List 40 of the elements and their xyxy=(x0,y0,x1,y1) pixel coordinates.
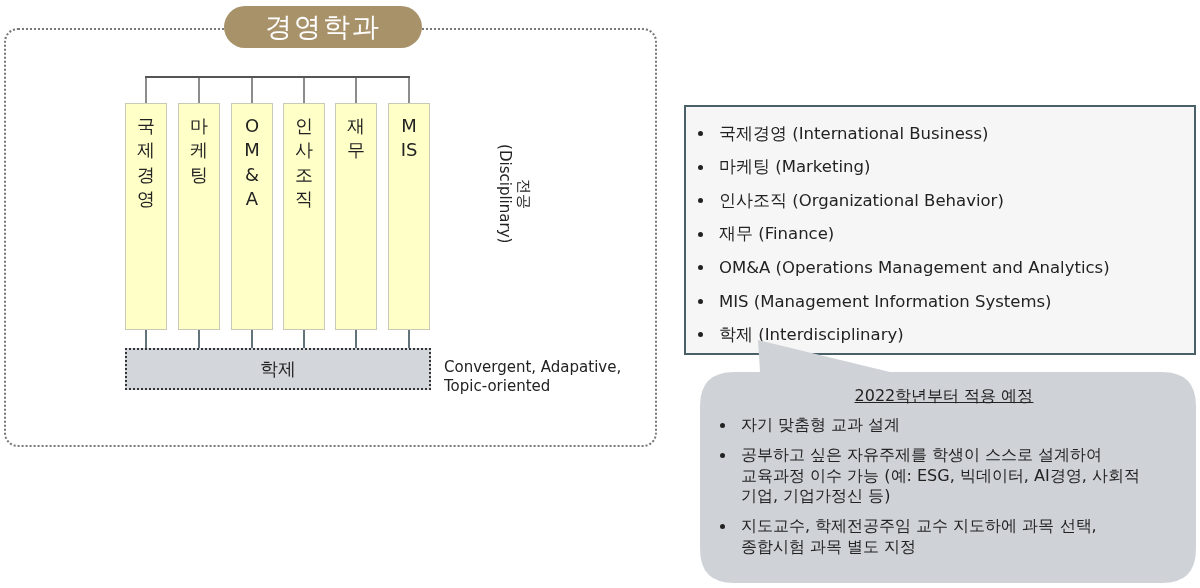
connector-line xyxy=(251,77,253,104)
bar-label: 학제 xyxy=(260,357,296,381)
connector-line xyxy=(145,77,147,104)
major-column xyxy=(125,103,167,330)
connector-line xyxy=(145,329,147,349)
connector-line xyxy=(408,77,410,104)
column-label: OM&A xyxy=(243,114,261,211)
major-column xyxy=(178,103,220,330)
list-item: MIS (Management Information Systems) xyxy=(719,291,1052,311)
connector-line xyxy=(355,329,357,349)
bubble-item: 지도교수, 학제전공주임 교수 지도하에 과목 선택, 종합시험 과목 별도 지정 xyxy=(741,516,1098,558)
column-label: 재무 xyxy=(347,114,365,163)
list-panel xyxy=(684,105,1196,355)
connector-line xyxy=(303,329,305,349)
connector-line xyxy=(355,77,357,104)
bubble-item: 자기 맞춤형 교과 설계 xyxy=(741,415,901,436)
column-label: 인사조직 xyxy=(295,114,313,211)
bubble-item: 공부하고 싶은 자유주제를 학생이 스스로 설계하여 교육과정 이수 가능 (예: ESG, 빅데이터, AI경영, 사회적 기업, 기업가정신 등) xyxy=(741,444,1141,508)
list-item: 마케팅 (Marketing) xyxy=(719,156,871,179)
title-pill: 경영학과 xyxy=(224,6,422,48)
connector-line xyxy=(251,329,253,349)
column-label: MIS xyxy=(400,114,418,163)
side-label: 전공 (Disciplinary) xyxy=(495,143,533,246)
bubble-heading: 2022학년부터 적용 예정 xyxy=(853,386,1035,407)
list-item: 인사조직 (Organizational Behavior) xyxy=(719,189,1004,212)
major-column xyxy=(231,103,273,330)
side-note: Convergent, Adapative, Topic-oriented xyxy=(444,358,623,396)
major-column xyxy=(335,103,377,330)
list-item: OM&A (Operations Management and Analytics) xyxy=(719,258,1110,278)
list-item: 재무 (Finance) xyxy=(719,223,835,246)
connector-line xyxy=(198,77,200,104)
list-item: 국제경영 (International Business) xyxy=(719,122,989,145)
major-column xyxy=(283,103,325,330)
connector-line xyxy=(303,77,305,104)
major-column xyxy=(388,103,430,330)
column-label: 마케팅 xyxy=(190,114,208,187)
column-label: 국제경영 xyxy=(137,114,155,211)
list-item: 학제 (Interdisciplinary) xyxy=(719,323,904,346)
connector-line xyxy=(198,329,200,349)
connector-line xyxy=(408,329,410,349)
